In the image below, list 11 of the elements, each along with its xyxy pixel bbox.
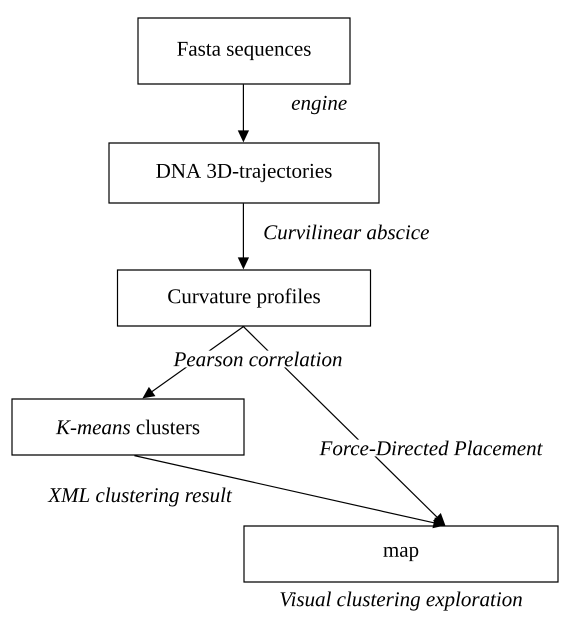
process-box: DNA 3D-trajectories xyxy=(108,142,380,204)
edge-label: Force-Directed Placement xyxy=(318,440,544,456)
node-caption: Visual clustering exploration xyxy=(280,592,522,611)
edge-label: engine xyxy=(290,94,348,116)
process-box: Fasta sequences xyxy=(137,17,351,85)
process-box: K-means clusters xyxy=(11,398,245,456)
edge-label: Pearson correlation xyxy=(172,350,344,368)
process-box: Curvature profiles xyxy=(116,269,372,327)
edge-label: Curvilinear abscice xyxy=(262,224,430,240)
edge-label: XML clustering result xyxy=(47,486,233,508)
process-box: map xyxy=(243,525,559,583)
